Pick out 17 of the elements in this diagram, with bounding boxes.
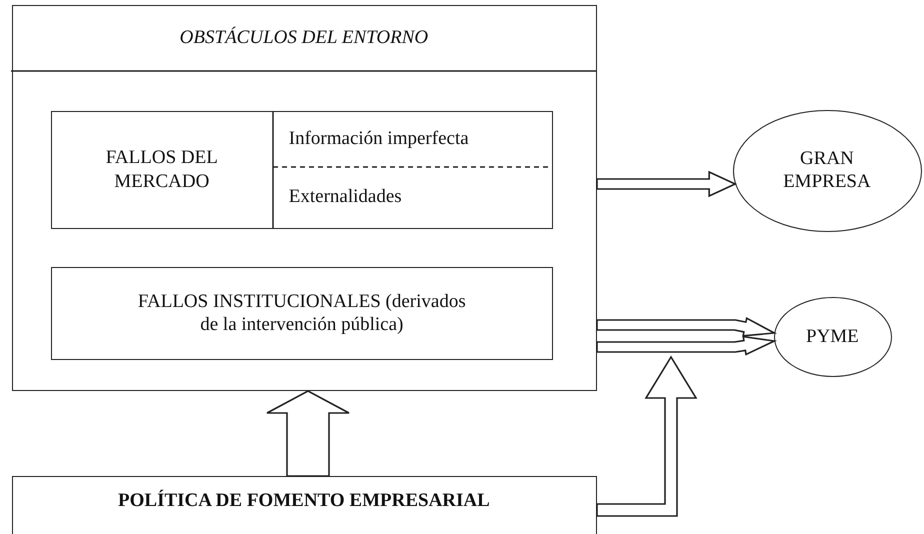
heading-text: OBSTÁCULOS DEL ENTORNO	[178, 26, 430, 50]
block-arrow	[596, 316, 778, 337]
process-box	[51, 111, 554, 230]
block-arrow	[596, 336, 778, 356]
node-label: FALLOS DEL MERCADO	[104, 146, 219, 194]
node-label: PYME	[805, 324, 860, 348]
outer-panel	[12, 5, 597, 391]
node-label: Externalidades	[288, 184, 402, 209]
node-label: POLÍTICA DE FOMENTO EMPRESARIAL	[117, 488, 491, 512]
node-label: FALLOS INSTITUCIONALES (derivados de la intervención pública)	[136, 290, 467, 338]
block-arrow	[266, 390, 350, 477]
node-label: GRAN EMPRESA	[782, 146, 872, 194]
block-arrow	[596, 355, 698, 517]
process-box	[12, 476, 597, 534]
block-arrow	[596, 170, 738, 198]
process-box	[51, 267, 554, 360]
node-label: Información imperfecta	[288, 126, 469, 151]
